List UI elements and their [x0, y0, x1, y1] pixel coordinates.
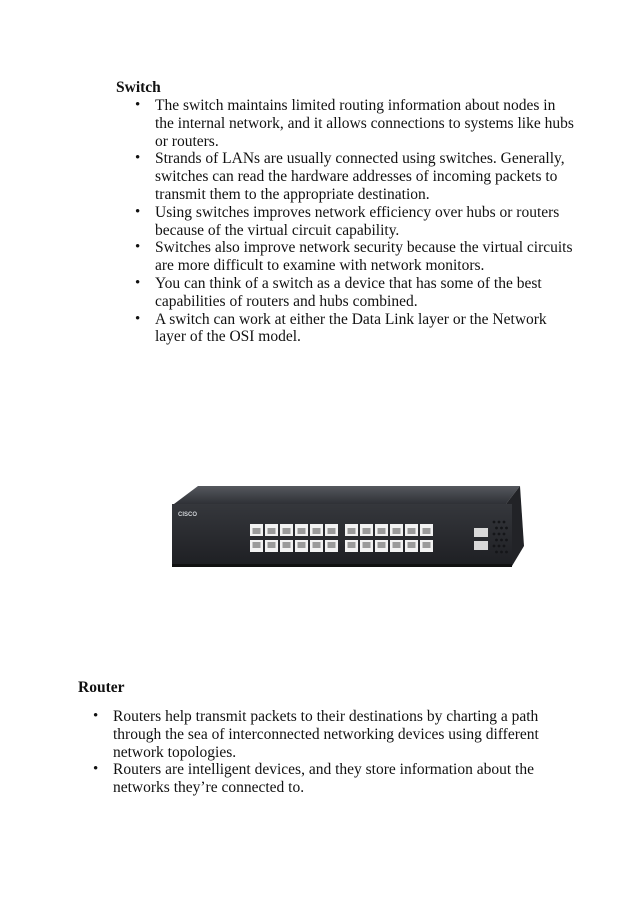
switch-bullet: You can think of a switch as a device th…	[135, 275, 575, 311]
sfp-ports	[474, 528, 488, 550]
router-bullet: Routers help transmit packets to their d…	[93, 708, 553, 761]
ethernet-port	[345, 540, 358, 552]
vent-hole	[495, 538, 498, 542]
vent-hole	[500, 526, 503, 530]
ethernet-port	[325, 524, 338, 536]
ethernet-port	[375, 540, 388, 552]
vent-hole	[500, 538, 503, 542]
router-bullet-list: Routers help transmit packets to their d…	[93, 708, 553, 797]
ethernet-port	[280, 524, 293, 536]
ethernet-port	[420, 524, 433, 536]
switch-top-panel	[174, 486, 520, 504]
switch-bottom-edge	[172, 564, 512, 567]
vent-hole	[492, 520, 496, 524]
ethernet-port	[310, 540, 323, 552]
ethernet-port	[405, 540, 418, 552]
switch-bullet: Using switches improves network efficien…	[135, 204, 575, 240]
vent-hole	[502, 544, 506, 548]
ethernet-port	[360, 524, 373, 536]
ethernet-port	[375, 524, 388, 536]
switch-port-grid	[250, 524, 433, 552]
vent-hole	[495, 550, 498, 554]
ethernet-port	[310, 524, 323, 536]
ethernet-port	[390, 524, 403, 536]
router-bullet: Routers are intelligent devices, and the…	[93, 761, 553, 797]
vent-hole	[497, 544, 501, 548]
ethernet-port	[295, 524, 308, 536]
switch-front-panel	[172, 504, 512, 566]
ethernet-port	[250, 524, 263, 536]
ethernet-port	[360, 540, 373, 552]
ethernet-port	[250, 540, 263, 552]
vent-hole	[497, 532, 501, 536]
ethernet-port	[325, 540, 338, 552]
ethernet-port	[405, 524, 418, 536]
switch-bullet: Strands of LANs are usually connected us…	[135, 150, 575, 203]
ethernet-port	[280, 540, 293, 552]
vent-hole	[492, 544, 496, 548]
ethernet-port	[265, 524, 278, 536]
vent-hole	[500, 550, 503, 554]
switch-brand-logo: CISCO	[178, 512, 197, 518]
switch-heading: Switch	[116, 79, 161, 96]
ethernet-port	[295, 540, 308, 552]
ethernet-port	[265, 540, 278, 552]
vent-hole	[505, 538, 508, 542]
network-switch-image: CISCO	[172, 486, 524, 567]
ethernet-port	[390, 540, 403, 552]
switch-bullet-list: The switch maintains limited routing inf…	[135, 97, 575, 346]
vent-hole	[492, 532, 496, 536]
vent-hole	[495, 526, 498, 530]
vent-hole	[505, 526, 508, 530]
switch-bullet: A switch can work at either the Data Lin…	[135, 311, 575, 347]
ethernet-port	[420, 540, 433, 552]
switch-vent-grid	[492, 520, 508, 554]
vent-hole	[497, 520, 501, 524]
ethernet-port	[345, 524, 358, 536]
router-heading: Router	[78, 679, 125, 696]
switch-bullet: Switches also improve network security b…	[135, 239, 575, 275]
switch-bullet: The switch maintains limited routing inf…	[135, 97, 575, 150]
vent-hole	[502, 520, 506, 524]
vent-hole	[505, 550, 508, 554]
vent-hole	[502, 532, 506, 536]
